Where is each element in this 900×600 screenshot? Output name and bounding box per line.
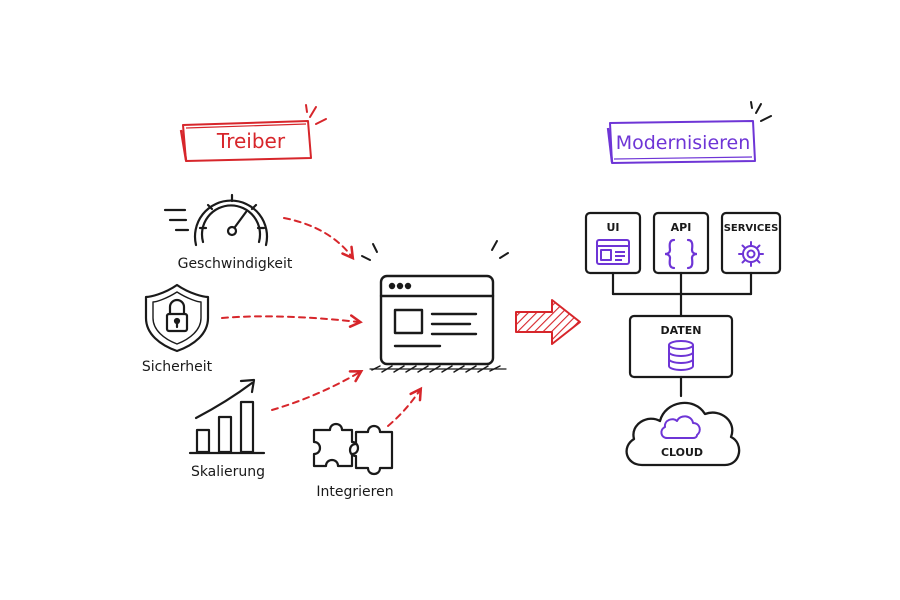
browser-window-icon bbox=[379, 274, 495, 366]
daten-box: DATEN bbox=[628, 314, 734, 379]
curly-braces-icon bbox=[664, 238, 698, 270]
modernisieren-title-text: Modernisieren bbox=[616, 132, 751, 154]
driver-label-geschwindigkeit: Geschwindigkeit bbox=[178, 256, 293, 272]
architecture-connectors bbox=[611, 271, 753, 398]
arrow-security-to-app bbox=[221, 314, 363, 328]
cloud-label: CLOUD bbox=[661, 446, 703, 459]
modernize-arrow bbox=[515, 299, 581, 345]
central-app-window bbox=[361, 240, 509, 373]
sparkle-icon bbox=[361, 240, 509, 261]
cloud-node: CLOUD bbox=[625, 401, 741, 467]
shield-lock-icon bbox=[144, 283, 210, 353]
driver-label-integrieren: Integrieren bbox=[316, 484, 393, 500]
treiber-title-text: Treiber bbox=[216, 129, 286, 153]
driver-geschwindigkeit: Geschwindigkeit bbox=[163, 193, 293, 272]
cloud-icon bbox=[660, 415, 701, 439]
driver-arrows bbox=[221, 217, 423, 427]
treiber-title: Treiber bbox=[179, 104, 327, 162]
gear-icon bbox=[738, 241, 764, 267]
window-shadow-hatch bbox=[369, 365, 507, 373]
arrow-integrate-to-app bbox=[387, 386, 423, 427]
ui-box-label: UI bbox=[606, 221, 619, 234]
arrow-scale-to-app bbox=[271, 370, 364, 411]
driver-label-skalierung: Skalierung bbox=[191, 464, 265, 480]
ui-layout-icon bbox=[596, 239, 630, 265]
driver-sicherheit: Sicherheit bbox=[142, 283, 213, 375]
arrow-speed-to-app bbox=[283, 217, 355, 261]
ui-box: UI bbox=[584, 211, 642, 275]
database-icon bbox=[668, 340, 694, 371]
speedometer-icon bbox=[163, 193, 269, 247]
services-box-label: SERVICES bbox=[724, 223, 779, 234]
sparkle-icon bbox=[305, 104, 327, 125]
puzzle-icon bbox=[312, 422, 394, 476]
api-box-label: API bbox=[671, 221, 692, 234]
daten-box-label: DATEN bbox=[660, 324, 701, 337]
growth-chart-icon bbox=[188, 378, 266, 455]
api-box: API bbox=[652, 211, 710, 275]
modernisieren-title: Modernisieren bbox=[606, 101, 772, 164]
services-box: SERVICES bbox=[720, 211, 782, 275]
driver-integrieren: Integrieren bbox=[312, 422, 394, 500]
sparkle-icon bbox=[750, 101, 772, 122]
driver-skalierung: Skalierung bbox=[188, 378, 266, 480]
driver-label-sicherheit: Sicherheit bbox=[142, 359, 213, 375]
